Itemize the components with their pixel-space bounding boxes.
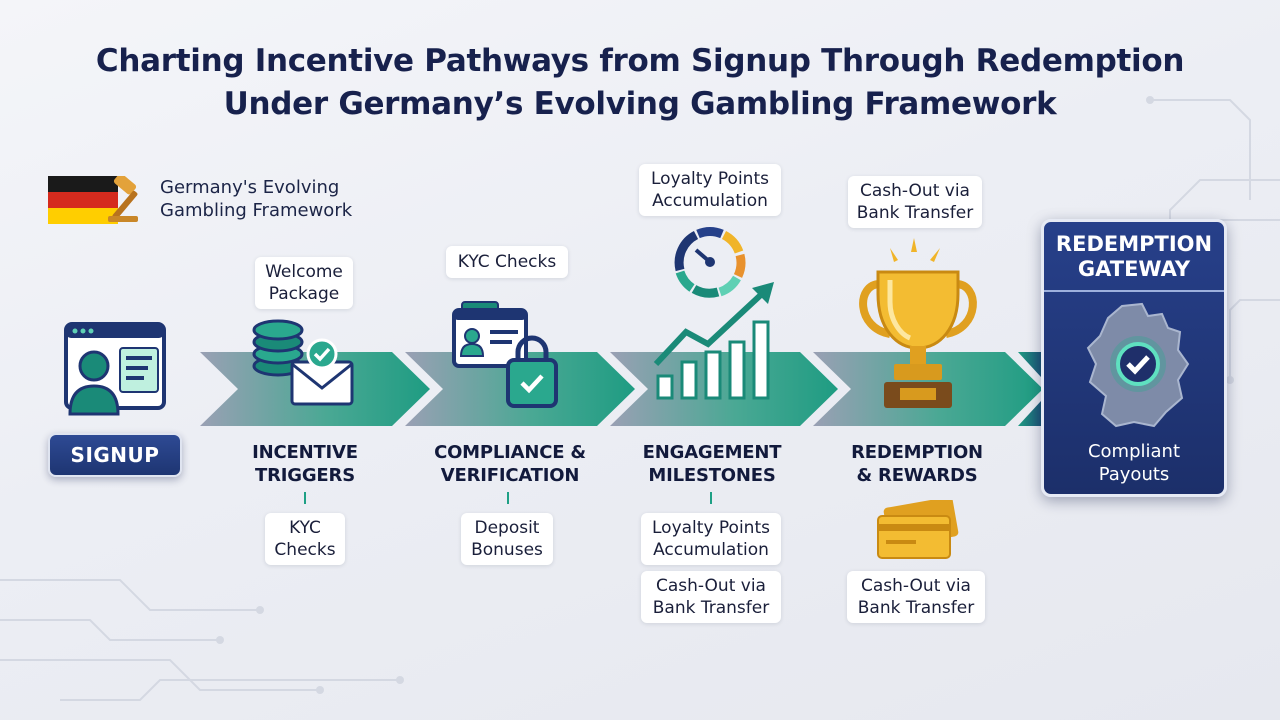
gauge-growth-chart-icon xyxy=(653,227,774,400)
redemption-gateway-panel: REDEMPTION GATEWAY Compliant Payouts xyxy=(1041,219,1227,497)
connector-tick xyxy=(507,492,509,504)
title-line-1: Charting Incentive Pathways from Signup … xyxy=(95,43,1185,79)
payment-cards-icon xyxy=(877,500,959,559)
framework-label: Germany's Evolving Gambling Framework xyxy=(160,176,352,222)
id-card-lock-icon xyxy=(452,301,558,408)
user-profile-window-icon xyxy=(64,322,166,416)
trophy-icon xyxy=(859,238,977,408)
gateway-title: REDEMPTION GATEWAY xyxy=(1044,222,1224,292)
callout-kyc-checks-top: KYC Checks xyxy=(446,246,568,278)
gavel-icon xyxy=(108,176,138,222)
framework-label-line-1: Germany's Evolving xyxy=(160,177,340,198)
chevron-3 xyxy=(610,352,838,426)
page-title: Charting Incentive Pathways from Signup … xyxy=(40,40,1240,126)
stage-label-redemption-rewards: REDEMPTION& REWARDS xyxy=(851,442,983,486)
gateway-footer: Compliant Payouts xyxy=(1087,441,1181,485)
framework-label-line-2: Gambling Framework xyxy=(160,200,353,221)
signup-button[interactable]: SIGNUP xyxy=(48,433,182,477)
casino-chips-envelope-icon xyxy=(252,319,354,406)
germany-flag-icon xyxy=(48,176,138,224)
connector-tick xyxy=(304,492,306,504)
connector-tick xyxy=(710,492,712,504)
stage-label-compliance-verification: COMPLIANCE &VERIFICATION xyxy=(434,442,586,486)
title-line-2: Under Germany’s Evolving Gambling Framew… xyxy=(223,86,1057,122)
germany-map-check-icon xyxy=(1086,302,1190,428)
